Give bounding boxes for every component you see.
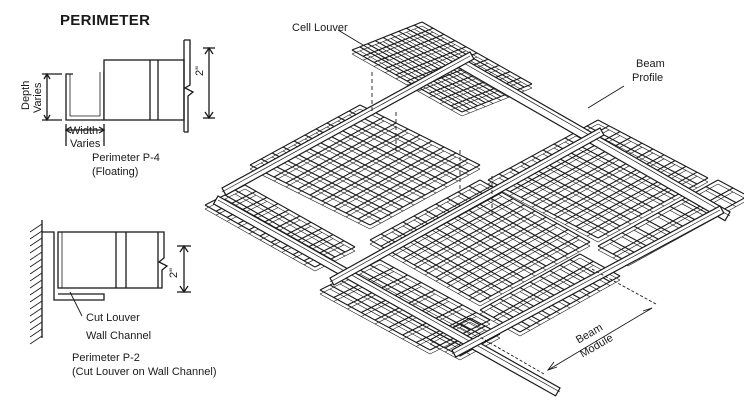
- p2-wall-channel: [42, 231, 105, 301]
- p4-name-label: Perimeter P-4: [92, 152, 160, 164]
- beam-module-dim: [547, 307, 653, 371]
- p4-dim-label: 2": [194, 65, 206, 76]
- p4-channel-inner: [69, 72, 101, 117]
- p4-width-varies-label: Varies: [70, 138, 101, 150]
- far-right-louver-panel: [597, 179, 744, 267]
- p2-dim-label: 2": [168, 267, 180, 278]
- p4-depth-varies-label: Varies: [32, 82, 44, 113]
- p4-louver: [103, 59, 185, 121]
- cell-louver-leader: [337, 29, 389, 61]
- cross-beam-top: [221, 51, 475, 196]
- p4-sub-label: (Floating): [92, 166, 139, 178]
- cut-louver-label: Cut Louver: [86, 312, 140, 324]
- beam-profile-leader: [587, 85, 625, 109]
- p2-sub-label: (Cut Louver on Wall Channel): [72, 366, 217, 378]
- bottom-right-louver-panel: [479, 253, 621, 337]
- leaders: [337, 29, 657, 375]
- perimeter-p2-detail: [29, 220, 191, 345]
- p2-break: [157, 231, 169, 289]
- cell-louver-label: Cell Louver: [292, 22, 348, 34]
- cross-beam-middle: [329, 127, 605, 286]
- left-louver-panel: [249, 104, 481, 230]
- beam-label: Beam: [636, 58, 665, 70]
- p4-break: [183, 39, 195, 133]
- p2-name-label: Perimeter P-2: [72, 352, 140, 364]
- p4-width-label: Width: [70, 125, 99, 137]
- perimeter-p4-detail: [42, 39, 215, 146]
- cross-beam-bottom: [451, 205, 725, 358]
- beams: [212, 51, 731, 397]
- page-title: PERIMETER: [60, 12, 151, 29]
- wall-channel-label: Wall Channel: [86, 330, 152, 342]
- p2-leader-cut: [69, 291, 83, 317]
- far-left-louver-panel: [204, 184, 356, 272]
- profile-label: Profile: [632, 72, 664, 84]
- p2-cut-louver: [57, 231, 159, 289]
